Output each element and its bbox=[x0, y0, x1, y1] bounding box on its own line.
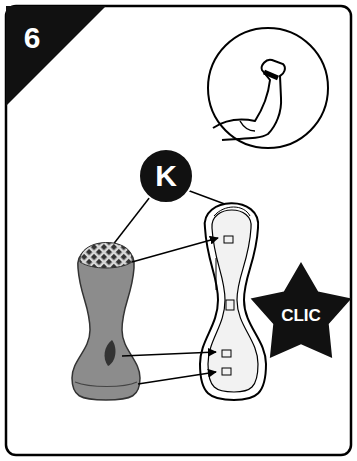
handle-part bbox=[72, 243, 140, 401]
strength-icon bbox=[208, 28, 328, 148]
click-star: CLIC bbox=[246, 258, 356, 364]
callout-circle bbox=[139, 149, 193, 203]
frame bbox=[6, 6, 351, 455]
star-shape bbox=[251, 262, 352, 358]
assembly-arrow bbox=[122, 352, 216, 356]
click-star-text: CLIC bbox=[281, 307, 321, 324]
step-number-text: 6 bbox=[24, 23, 41, 53]
leader-line bbox=[112, 197, 150, 246]
step-number-shape bbox=[6, 6, 106, 106]
callout-letter-text: K bbox=[155, 161, 177, 191]
assembly-arrow bbox=[138, 372, 216, 384]
assembly-arrow bbox=[132, 238, 218, 262]
step-number: 6 bbox=[6, 6, 106, 106]
callout-letter: K bbox=[138, 148, 194, 204]
corner-triangle bbox=[6, 6, 106, 106]
